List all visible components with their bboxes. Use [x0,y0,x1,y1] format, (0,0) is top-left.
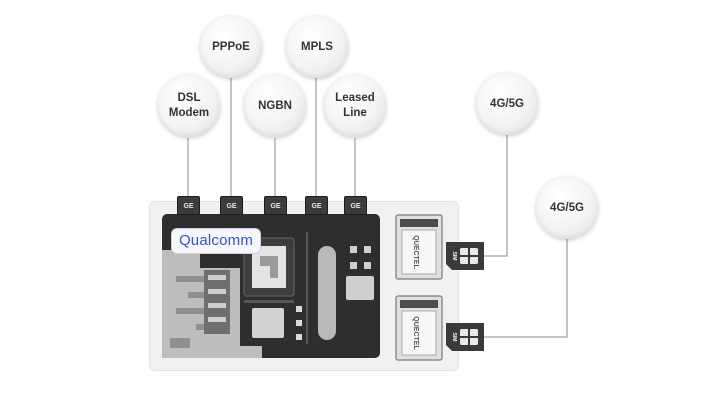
ge-port-1: GE [177,196,200,215]
pcb-component [346,276,374,300]
line-4g5g-bottom [484,238,568,338]
bubble-leased-line: Leased Line [324,75,386,137]
line-4g5g-top [484,133,508,257]
mini-pcie-slot [318,246,336,340]
ge-port-4: GE [305,196,328,215]
modem-card-2 [395,295,443,361]
bubble-mpls: MPLS [286,16,348,78]
modem-brand-1: QUECTEL [412,235,419,269]
sim-card-2 [446,323,484,351]
bubble-ngbn: NGBN [244,75,306,137]
sim-label-1: SIM [451,252,457,261]
soc-die [252,246,286,288]
ge-port-5: GE [344,196,367,215]
modem-brand-2: QUECTEL [412,316,419,350]
pcb-connector [204,270,230,334]
bubble-dsl-modem: DSL Modem [158,75,220,137]
sim-label-2: SIM [451,333,457,342]
bubble-4g5g-bottom: 4G/5G [536,177,598,239]
sim-card-1 [446,242,484,270]
qualcomm-logo: Qualcomm [172,229,260,253]
ge-port-2: GE [220,196,243,215]
memory-chip [252,308,284,338]
bubble-pppoe: PPPoE [200,16,262,78]
modem-card-1 [395,214,443,280]
small-pads [350,246,371,269]
bubble-4g5g-top: 4G/5G [476,73,538,135]
ge-port-3: GE [264,196,287,215]
